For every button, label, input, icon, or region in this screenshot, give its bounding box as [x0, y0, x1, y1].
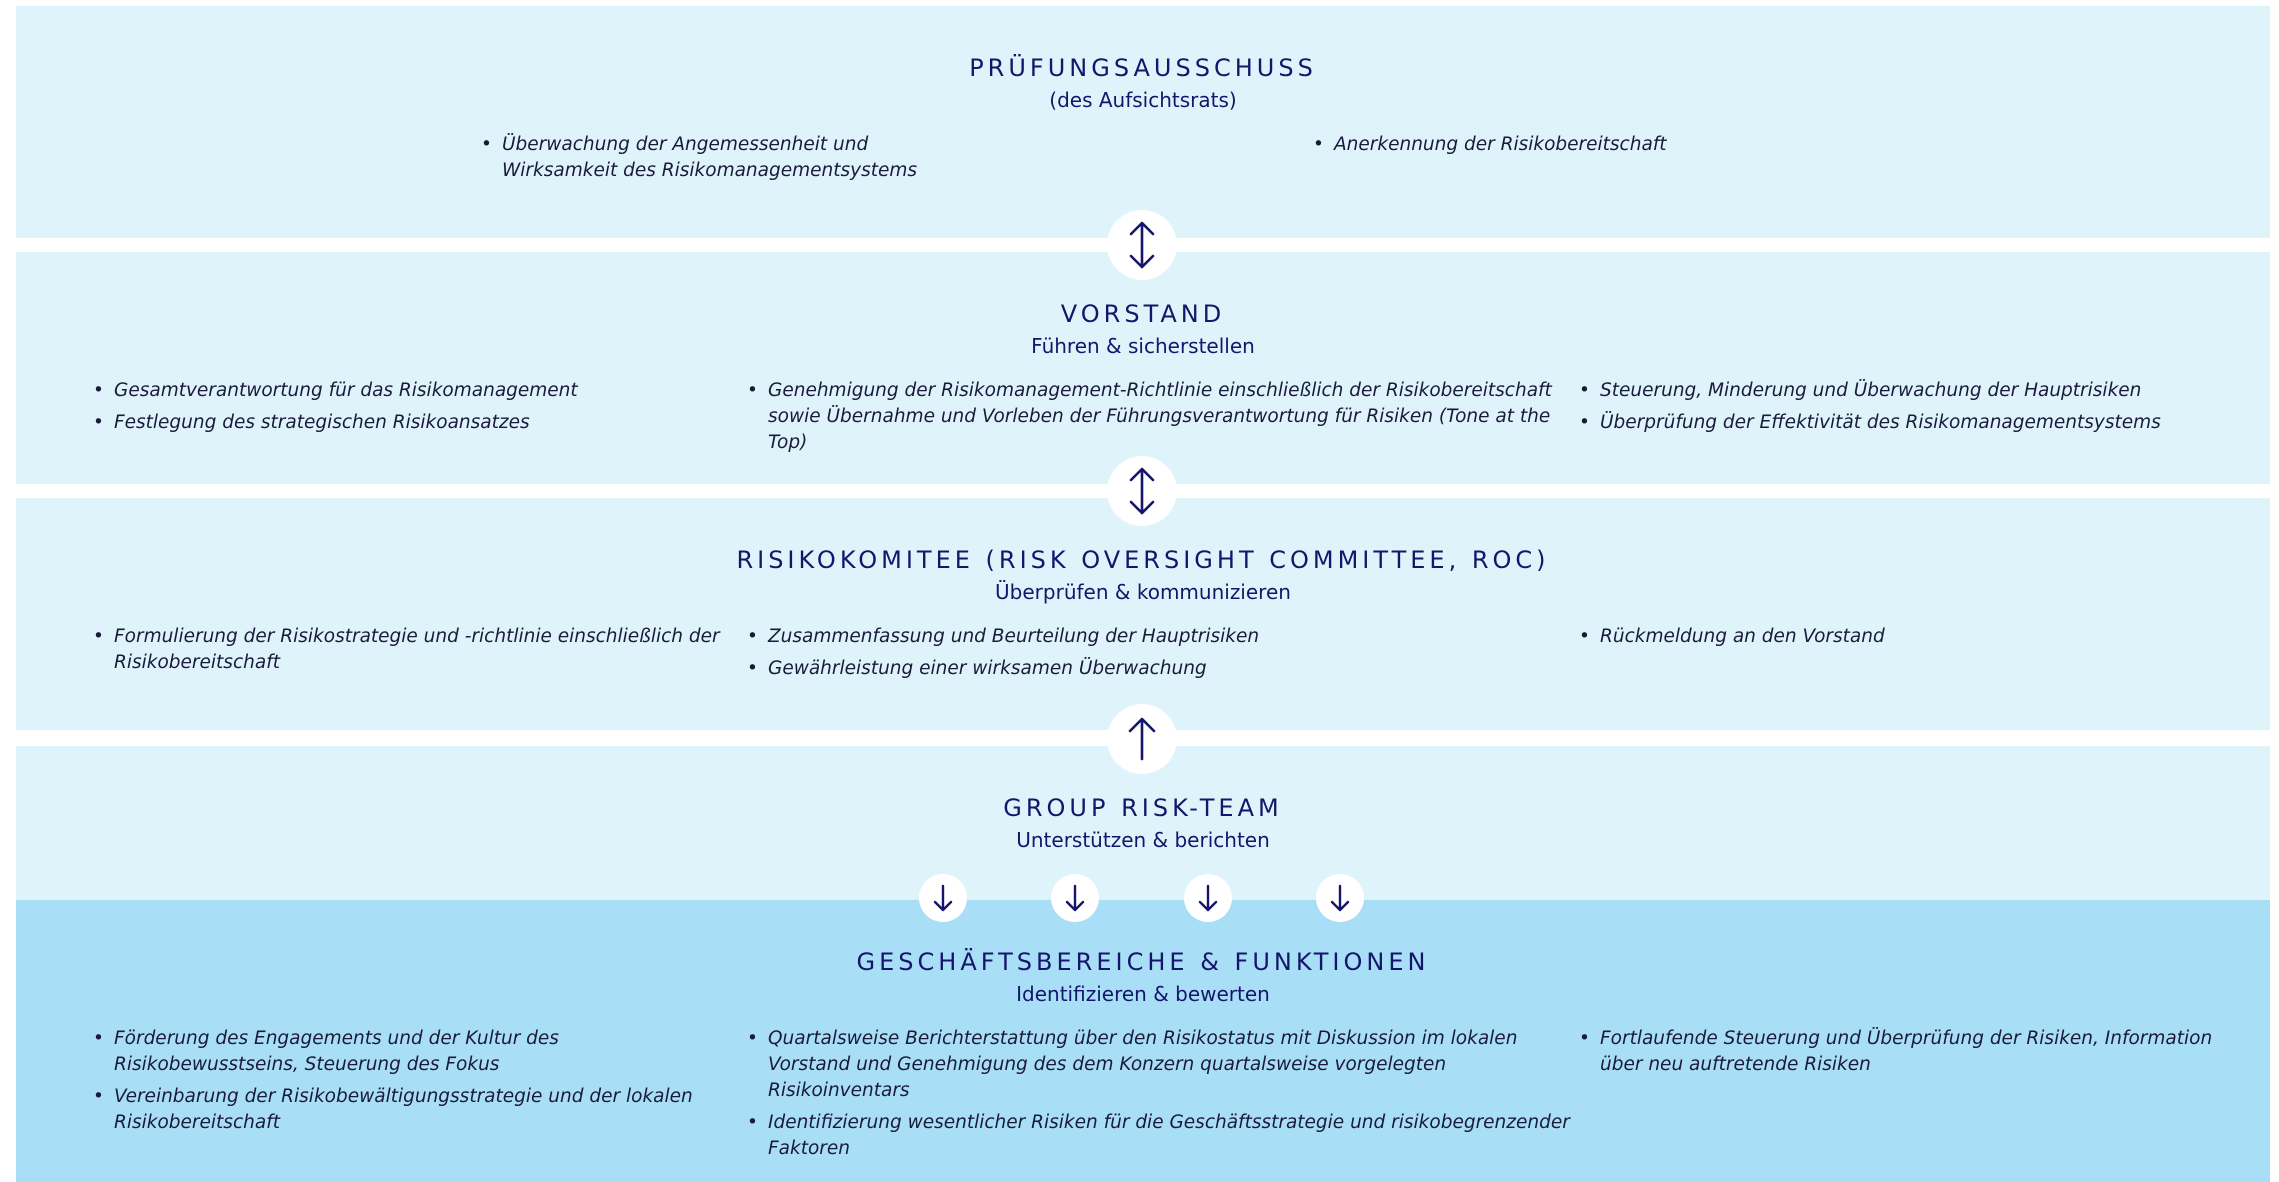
up-arrow-icon [1128, 717, 1156, 761]
connector-team-units-3 [1184, 874, 1232, 922]
audit-committee-col1: Überwachung der Angemessenheit und Wirks… [480, 132, 980, 190]
roc-col1: Formulierung der Risikostrategie und -ri… [92, 624, 732, 682]
list-item: Identifizierung wesentlicher Risiken für… [746, 1110, 1576, 1162]
down-arrow-icon [1198, 884, 1218, 912]
list-item: Förderung des Engagements und der Kultur… [92, 1026, 732, 1078]
group-risk-team-title: GROUP RISK-TEAM [1003, 794, 1283, 822]
roc-title: RISIKOKOMITEE (RISK OVERSIGHT COMMITTEE,… [736, 546, 1550, 574]
list-item: Gewährleistung einer wirksamen Überwachu… [746, 656, 1576, 682]
list-item: Fortlaufende Steuerung und Überprüfung d… [1578, 1026, 2248, 1078]
list-item: Anerkennung der Risikobereitschaft [1312, 132, 1812, 158]
list-item: Steuerung, Minderung und Überwachung der… [1578, 378, 2248, 404]
audit-committee-subtitle: (des Aufsichtsrats) [1049, 88, 1237, 112]
business-units-col2: Quartalsweise Berichterstattung über den… [746, 1026, 1576, 1168]
connector-roc-team [1107, 704, 1177, 774]
board-subtitle: Führen & sicherstellen [1031, 334, 1255, 358]
list-item: Überwachung der Angemessenheit und Wirks… [480, 132, 980, 184]
board-title: VORSTAND [1060, 300, 1226, 328]
down-arrow-icon [1065, 884, 1085, 912]
board-col3: Steuerung, Minderung und Überwachung der… [1578, 378, 2248, 442]
list-item: Rückmeldung an den Vorstand [1578, 624, 2248, 650]
group-risk-team-subtitle: Unterstützen & berichten [1016, 828, 1270, 852]
roc-col3: Rückmeldung an den Vorstand [1578, 624, 2248, 656]
list-item: Gesamtverantwortung für das Risikomanage… [92, 378, 732, 404]
list-item: Überprüfung der Effektivität des Risikom… [1578, 410, 2248, 436]
double-arrow-icon [1129, 221, 1155, 269]
roc-panel: RISIKOKOMITEE (RISK OVERSIGHT COMMITTEE,… [16, 498, 2270, 730]
list-item: Quartalsweise Berichterstattung über den… [746, 1026, 1576, 1104]
business-units-subtitle: Identifizieren & bewerten [1016, 982, 1270, 1006]
connector-board-roc [1107, 456, 1177, 526]
roc-col2: Zusammenfassung und Beurteilung der Haup… [746, 624, 1576, 688]
list-item: Formulierung der Risikostrategie und -ri… [92, 624, 732, 676]
audit-committee-title: PRÜFUNGSAUSSCHUSS [969, 54, 1317, 82]
double-arrow-icon [1129, 467, 1155, 515]
list-item: Zusammenfassung und Beurteilung der Haup… [746, 624, 1576, 650]
connector-team-units-4 [1316, 874, 1364, 922]
list-item: Festlegung des strategischen Risikoansat… [92, 410, 732, 436]
audit-committee-col2: Anerkennung der Risikobereitschaft [1312, 132, 1812, 164]
business-units-col3: Fortlaufende Steuerung und Überprüfung d… [1578, 1026, 2248, 1084]
list-item: Genehmigung der Risikomanagement-Richtli… [746, 378, 1576, 456]
board-panel: VORSTAND Führen & sicherstellen Gesamtve… [16, 252, 2270, 484]
connector-team-units-1 [919, 874, 967, 922]
board-col2: Genehmigung der Risikomanagement-Richtli… [746, 378, 1576, 462]
board-col1: Gesamtverantwortung für das Risikomanage… [92, 378, 732, 442]
down-arrow-icon [933, 884, 953, 912]
list-item: Vereinbarung der Risikobewältigungsstrat… [92, 1084, 732, 1136]
business-units-title: GESCHÄFTSBEREICHE & FUNKTIONEN [856, 948, 1430, 976]
roc-subtitle: Überprüfen & kommunizieren [995, 580, 1291, 604]
audit-committee-panel: PRÜFUNGSAUSSCHUSS (des Aufsichtsrats) Üb… [16, 6, 2270, 238]
business-units-col1: Förderung des Engagements und der Kultur… [92, 1026, 732, 1142]
down-arrow-icon [1330, 884, 1350, 912]
business-units-panel: GESCHÄFTSBEREICHE & FUNKTIONEN Identifiz… [16, 900, 2270, 1182]
connector-team-units-2 [1051, 874, 1099, 922]
connector-audit-board [1107, 210, 1177, 280]
